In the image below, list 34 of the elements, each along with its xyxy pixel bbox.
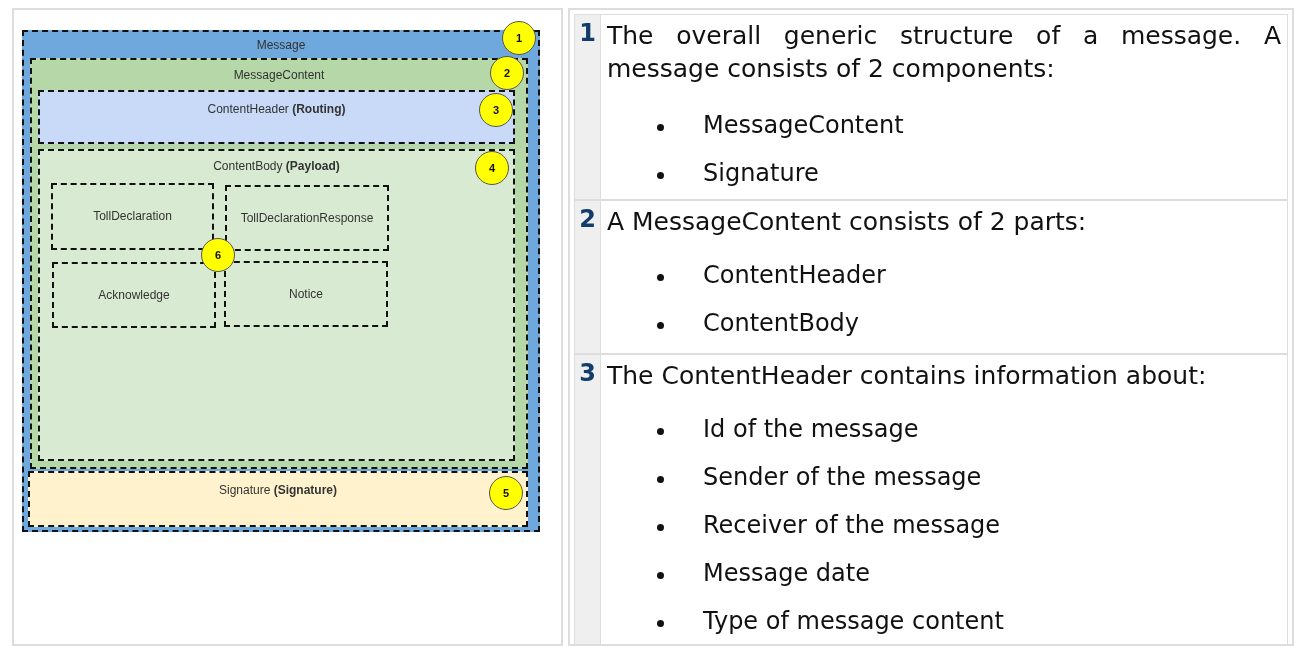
row-number: 1 — [575, 15, 601, 199]
section-box — [38, 90, 515, 144]
bullet-text: ContentBody — [703, 309, 860, 337]
container-box — [30, 58, 528, 469]
box-label: MessageContent — [233, 68, 325, 82]
row-number: 3 — [575, 355, 601, 644]
description-text: The overall generic structure of a message. A message consists of 2 components: — [607, 20, 1281, 85]
bullet-text: Receiver of the message — [703, 511, 1001, 539]
bullet-text: ContentHeader — [703, 261, 886, 289]
section-box — [28, 471, 528, 527]
bullet-text: Message date — [703, 559, 870, 587]
bullet-text: Sender of the message — [703, 463, 982, 491]
description-text: A MessageContent consists of 2 parts: — [607, 206, 1088, 238]
box-label: ContentHeader (Routing) — [207, 102, 346, 116]
part-box — [224, 261, 388, 327]
box-label: TollDeclaration — [93, 209, 172, 223]
callout-number: 1 — [502, 21, 536, 55]
bullet-text: Type of message content — [703, 607, 1004, 635]
description-text: The ContentHeader contains information about: — [607, 360, 1208, 392]
box-label: Signature (Signature) — [218, 483, 337, 497]
container-box — [22, 30, 540, 532]
box-label: Notice — [289, 287, 323, 301]
row-number: 2 — [575, 201, 601, 353]
box-label: TollDeclarationResponse — [240, 211, 374, 225]
part-box — [225, 185, 389, 251]
container-box — [38, 149, 515, 461]
box-label: Message — [256, 38, 306, 52]
bullet-text: MessageContent — [703, 111, 904, 139]
part-box — [52, 262, 216, 328]
box-label: Acknowledge — [98, 288, 170, 302]
box-label: ContentBody (Payload) — [213, 159, 340, 173]
bullet-text: Id of the message — [703, 415, 919, 443]
part-box — [51, 183, 214, 250]
bullet-text: Signature — [703, 159, 819, 187]
